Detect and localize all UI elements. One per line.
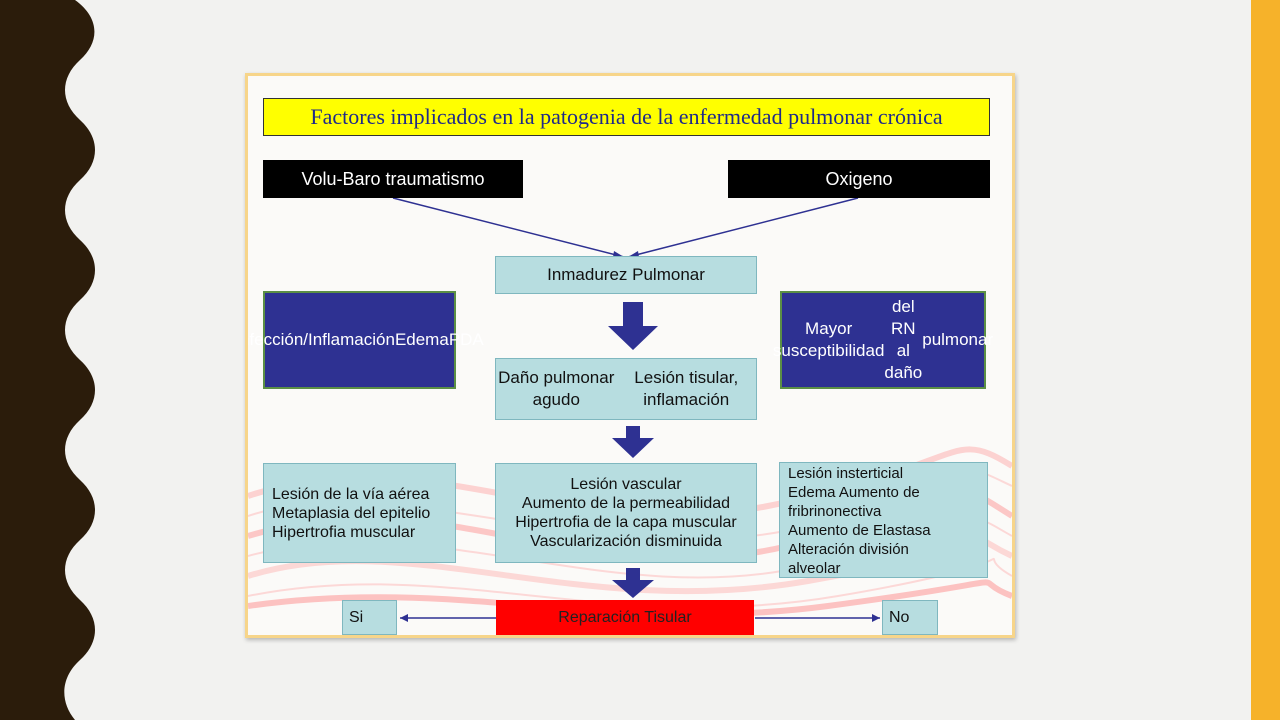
box-volu-baro: Volu-Baro traumatismo — [263, 160, 523, 198]
box-inmadurez: Inmadurez Pulmonar — [495, 256, 757, 294]
box-oxigeno: Oxigeno — [728, 160, 990, 198]
box-reparacion-tisular: Reparación Tisular — [496, 600, 754, 635]
big-down-arrow-2 — [612, 426, 654, 458]
box-via-aerea: Lesión de la vía aérea Metaplasia del ep… — [263, 463, 456, 563]
box-lesion-vascular: Lesión vascular Aumento de la permeabili… — [495, 463, 757, 563]
box-lesion-intersticial: Lesión insterticial Edema Aumento de fri… — [779, 462, 988, 578]
arrow-right-to-center — [627, 197, 859, 258]
slide-frame: Factores implicados en la patogenia de l… — [245, 73, 1015, 638]
box-susceptibilidad: Mayor susceptibilidad del RN al daño pul… — [773, 291, 993, 389]
box-dano-agudo: Daño pulmonar agudo Lesión tisular, infl… — [495, 358, 757, 420]
box-infeccion: Infección/Inflamación Edema PDA — [248, 291, 484, 389]
box-no: No — [882, 600, 938, 635]
arrow-left-to-center — [392, 197, 625, 258]
box-si: Si — [342, 600, 397, 635]
accent-side-bar — [1251, 0, 1280, 720]
big-down-arrow-3 — [612, 568, 654, 598]
decorative-wave-border — [0, 0, 95, 720]
slide-title: Factores implicados en la patogenia de l… — [263, 98, 990, 136]
big-down-arrow-1 — [608, 302, 658, 350]
flow-arrows — [392, 197, 880, 622]
